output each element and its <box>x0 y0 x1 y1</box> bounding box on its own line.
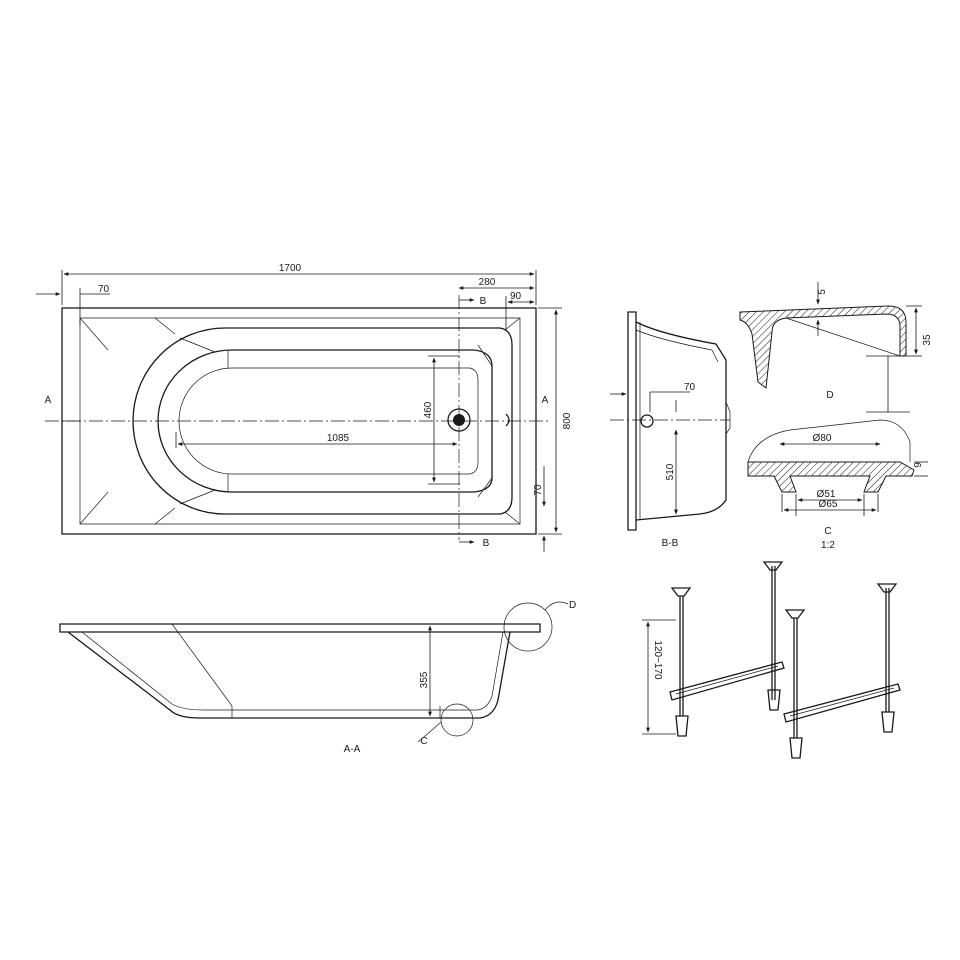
section-aa-rim <box>59 623 541 633</box>
section-bb-label: B-B <box>662 538 679 549</box>
dim-rim-left: 70 <box>98 284 110 295</box>
section-bb-rim <box>627 311 637 531</box>
section-aa: 355 C D A-A <box>59 600 576 755</box>
section-aa-label: A-A <box>344 744 361 755</box>
section-a-right: A <box>542 395 549 406</box>
detail-c-callout <box>440 703 474 737</box>
detail-c: Ø80 Ø51 Ø65 9 C 1:2 <box>747 419 928 551</box>
detail-c-scale: 1:2 <box>821 540 835 551</box>
plan-view: 1700 280 90 70 800 70 1085 460 A A <box>36 263 573 552</box>
plan-bowl-outer <box>132 327 513 515</box>
section-b-bottom: B <box>483 538 490 549</box>
leg-frame-front <box>783 583 901 759</box>
detail-c-marker: C <box>420 736 427 747</box>
detail-c-label: C <box>824 526 831 537</box>
dim-length: 1700 <box>279 263 302 274</box>
detail-d-callout <box>503 602 553 652</box>
plan-facet-lines <box>62 317 521 525</box>
dim-depth: 355 <box>419 671 430 688</box>
section-aa-inner-shell <box>81 631 504 711</box>
detail-d-marker: D <box>569 600 576 611</box>
detail-d-label: D <box>826 390 833 401</box>
detail-c-profile <box>747 461 915 493</box>
plan-bowl-floor <box>157 349 493 493</box>
drain-inner-icon <box>453 414 465 426</box>
dim-inner-width: 460 <box>423 401 434 418</box>
section-bb: 70 510 B-B <box>610 311 731 549</box>
dim-rim-right: 70 <box>533 484 544 496</box>
dim-overflow-h: 70 <box>684 382 696 393</box>
leg-frame-back <box>669 561 785 737</box>
dim-top-diameter: Ø80 <box>813 433 832 444</box>
detail-d-profile <box>739 305 907 389</box>
support-legs: 120~170 <box>642 561 901 759</box>
plan-floor-flat <box>178 367 479 475</box>
dim-drain-offset: 280 <box>479 277 496 288</box>
section-a-left: A <box>45 395 52 406</box>
dim-rim-height: 35 <box>922 334 933 346</box>
dim-drain-edge: 90 <box>510 291 522 302</box>
overflow-icon <box>505 413 510 427</box>
dim-width: 800 <box>562 412 573 429</box>
overflow-section-icon <box>640 414 654 428</box>
dim-leg-adjust: 120~170 <box>652 640 663 680</box>
dim-overflow-v: 510 <box>665 463 676 480</box>
detail-c-flange-top <box>747 419 911 463</box>
detail-d: 5 35 D <box>739 282 933 413</box>
section-aa-outer-shell <box>67 631 511 719</box>
dim-thickness: 5 <box>817 289 828 295</box>
dim-outer-diameter: Ø65 <box>819 499 838 510</box>
drain-outer-icon <box>447 408 471 432</box>
dim-inner-length: 1085 <box>327 433 350 444</box>
section-bb-shell <box>635 321 727 521</box>
dim-inner-diameter: Ø51 <box>817 489 836 500</box>
dim-flange-thickness: 9 <box>913 462 924 468</box>
section-b-top: B <box>480 296 487 307</box>
